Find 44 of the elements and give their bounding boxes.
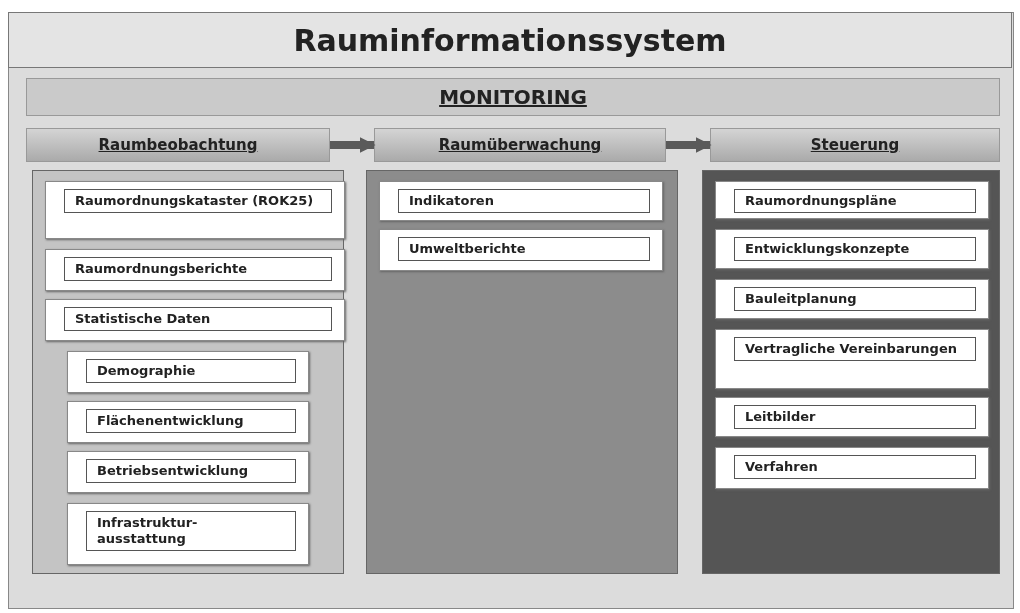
item-card [379,229,663,271]
item-card [45,249,345,291]
item-card [379,181,663,221]
item-card [45,181,345,239]
item-label: Statistische Daten [64,307,332,331]
item-card [715,397,989,437]
column-header [374,128,666,162]
item-card [715,447,989,489]
panel [32,170,344,574]
item-label: Indikatoren [398,189,650,213]
item-label: Leitbilder [734,405,976,429]
item-label: Betriebsentwicklung [86,459,296,483]
item-card [67,503,309,565]
item-label: Raumordnungspläne [734,189,976,213]
item-label: Infrastruktur- ausstattung [86,511,296,551]
item-label: Demographie [86,359,296,383]
item-card [67,451,309,493]
column-title: Raumbeobachtung [98,136,258,154]
arrow [330,137,376,153]
item-card [45,299,345,341]
item-label: Vertragliche Vereinbarungen [734,337,976,361]
arrow [666,137,712,153]
item-label: Flächenentwicklung [86,409,296,433]
item-card [715,279,989,319]
panel [366,170,678,574]
column-header [26,128,330,162]
item-label: Raumordnungsberichte [64,257,332,281]
item-label: Bauleitplanung [734,287,976,311]
item-card [715,229,989,269]
column-title: Raumüberwachung [438,136,602,154]
section-band [26,78,1000,116]
item-label: Entwicklungskonzepte [734,237,976,261]
item-card [67,401,309,443]
panel [702,170,1000,574]
section-title: MONITORING [439,85,587,109]
item-label: Umweltberichte [398,237,650,261]
item-card [715,181,989,219]
item-card [715,329,989,389]
title: Rauminformationssystem [293,22,727,58]
column-header [710,128,1000,162]
item-label: Verfahren [734,455,976,479]
item-card [67,351,309,393]
column-title: Steuerung [810,136,900,154]
item-label: Raumordnungskataster (ROK25) [64,189,332,213]
